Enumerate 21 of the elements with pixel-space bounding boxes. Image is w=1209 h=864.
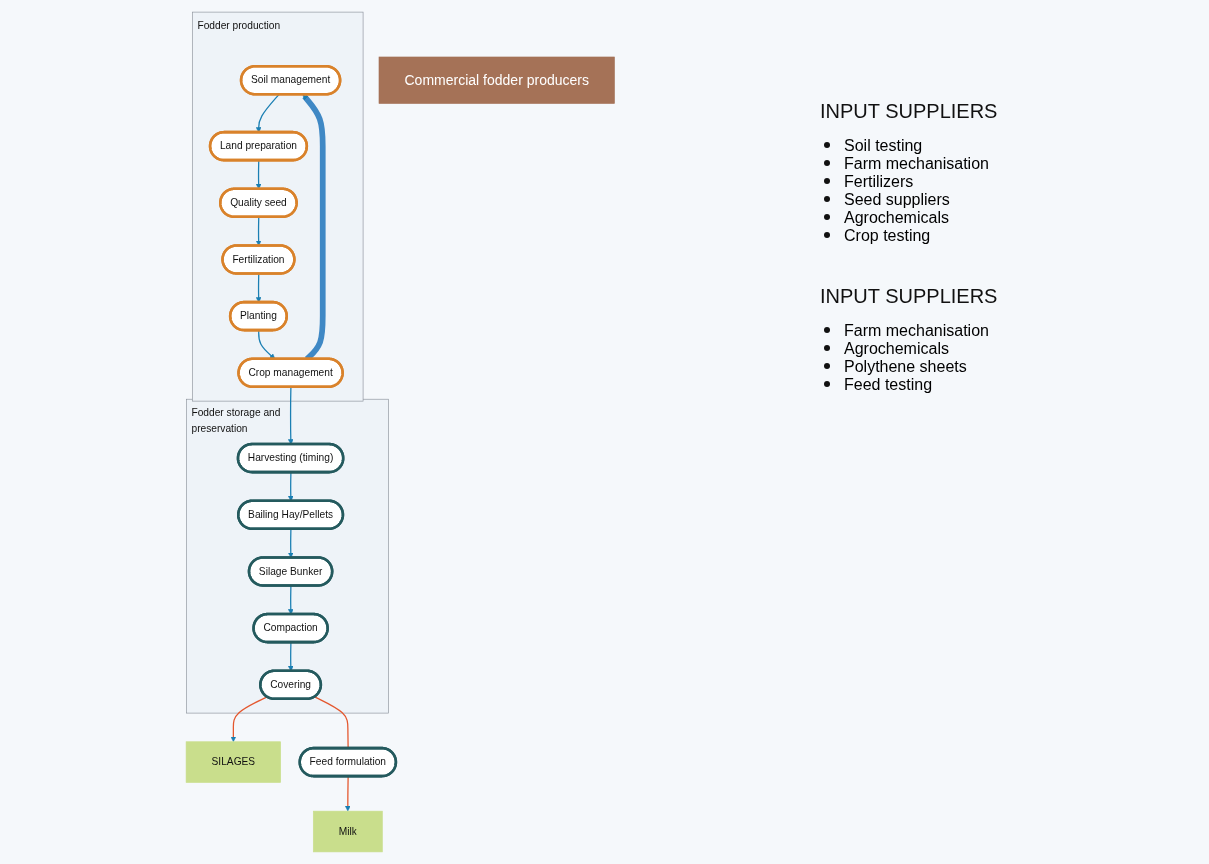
list-item: Seed suppliers (844, 191, 950, 208)
list-item: Farm mechanisation (844, 155, 989, 172)
list-item: Polythene sheets (844, 358, 967, 375)
list-item: Agrochemicals (844, 209, 949, 226)
list-item: Crop testing (844, 227, 931, 244)
arrow (230, 696, 268, 742)
arrow (287, 386, 294, 445)
node-box: Commercial fodder producers (378, 56, 615, 104)
list-item: Fertilizers (844, 173, 914, 190)
arrow (287, 528, 294, 558)
arrow (287, 585, 294, 615)
list-item: Agrochemicals (844, 340, 949, 357)
arrow (255, 216, 262, 246)
list-item: Farm mechanisation (844, 322, 989, 339)
node-box: Milk (312, 810, 383, 853)
list-item: Feed testing (844, 376, 933, 393)
section-heading: INPUT SUPPLIERS (820, 100, 999, 123)
section-heading: INPUT SUPPLIERS (820, 285, 999, 308)
node-box: SILAGES (185, 741, 281, 783)
arrow (255, 273, 262, 303)
list-item: Soil testing (844, 137, 923, 154)
